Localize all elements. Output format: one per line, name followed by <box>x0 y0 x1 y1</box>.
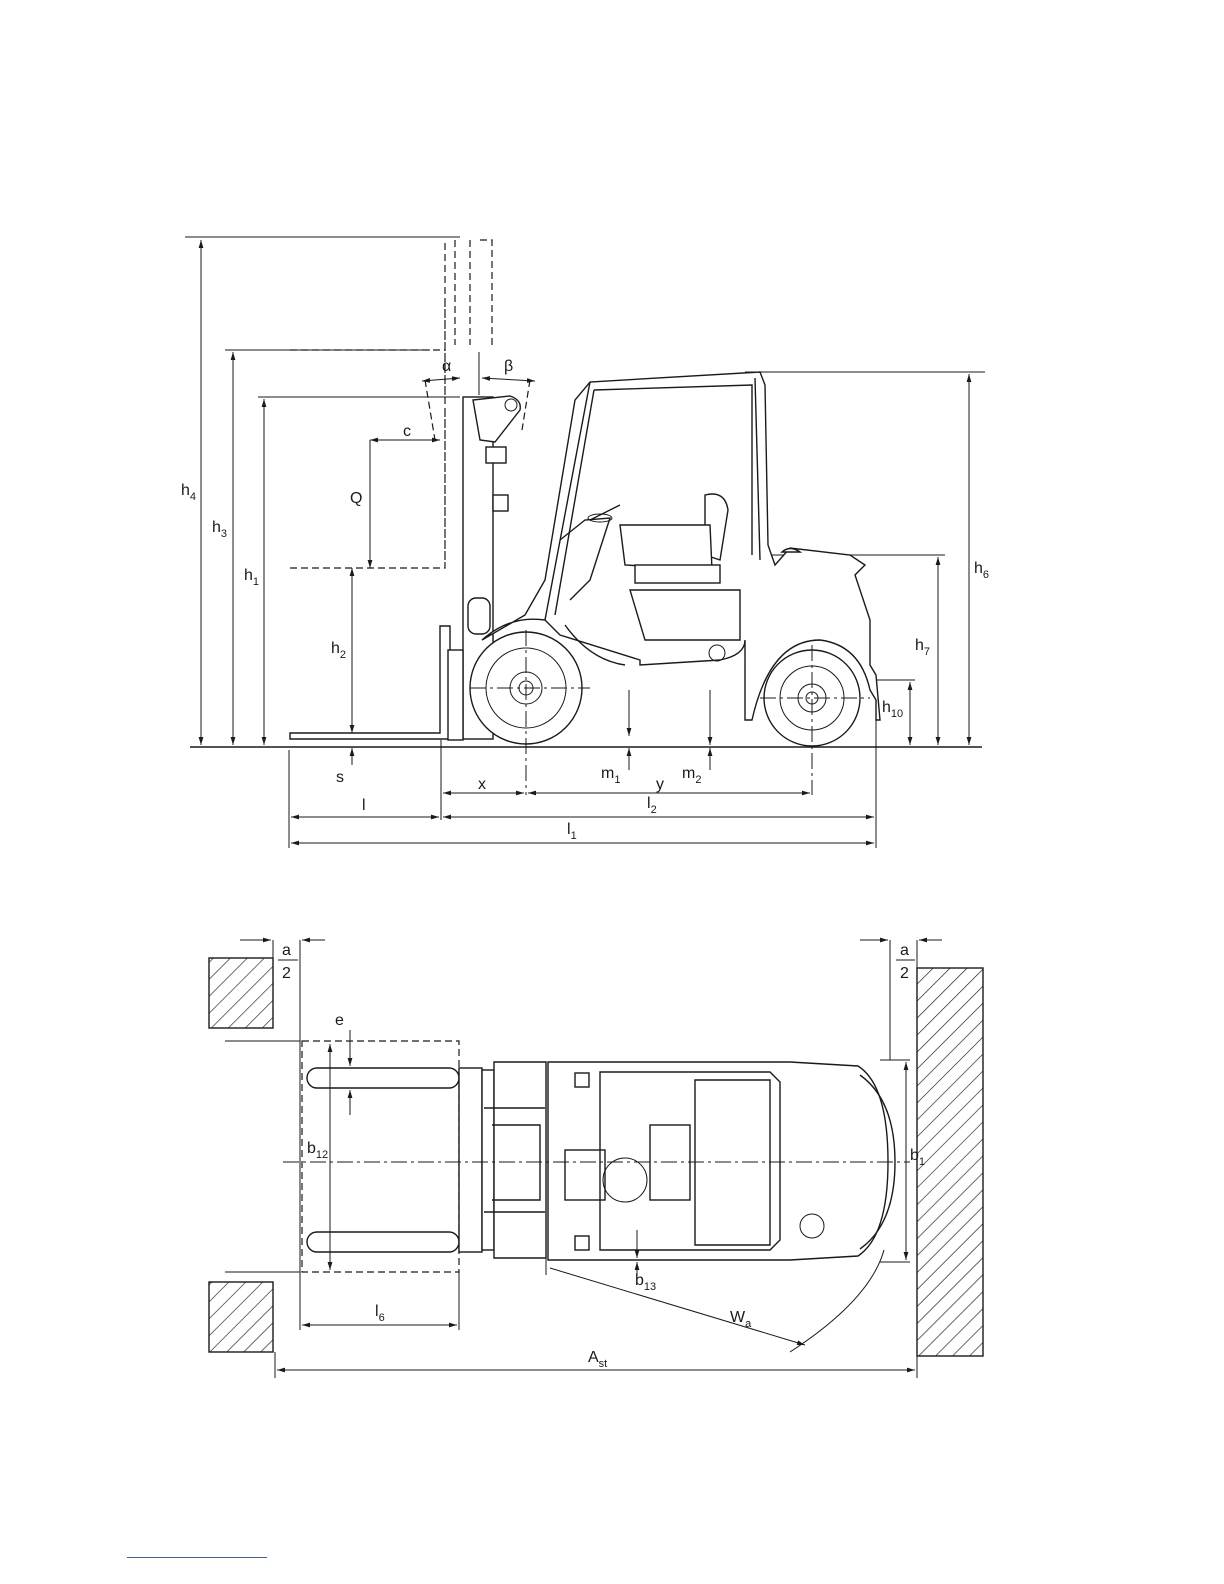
label-alpha: α <box>442 358 451 375</box>
fork <box>290 626 450 739</box>
label-h6: h6 <box>974 560 989 581</box>
label-x: x <box>478 776 486 793</box>
label-a-left-num: a <box>282 942 291 959</box>
label-a-left-den: 2 <box>282 965 291 982</box>
rack-top-left <box>209 958 273 1028</box>
seat <box>620 525 712 570</box>
rack-right <box>917 968 983 1356</box>
label-e: e <box>335 1012 344 1029</box>
chassis <box>548 1062 888 1260</box>
label-y: y <box>656 776 664 793</box>
label-Q: Q <box>350 490 362 507</box>
label-a-right-den: 2 <box>900 965 909 982</box>
dim-alpha <box>422 378 460 381</box>
footer-rule <box>127 1557 267 1558</box>
top-view: a 2 a 2 e b12 b1 b13 l6 Wa Ast <box>209 940 983 1378</box>
label-Wa: Wa <box>730 1309 752 1330</box>
dim-Wa <box>550 1268 805 1345</box>
label-b13: b13 <box>635 1272 656 1293</box>
label-h4: h4 <box>181 482 196 503</box>
label-Ast: Ast <box>588 1349 607 1370</box>
label-m2: m2 <box>682 765 701 786</box>
dim-beta <box>482 378 535 381</box>
label-b12: b12 <box>307 1140 328 1161</box>
rack-bottom-left <box>209 1282 273 1352</box>
label-l: l <box>362 797 366 814</box>
label-l2: l2 <box>647 795 657 816</box>
label-h7: h7 <box>915 637 930 658</box>
label-s: s <box>336 769 344 786</box>
side-view: h4 h3 h1 h2 h6 h7 h10 α β c Q s x y m1 m… <box>181 237 989 848</box>
label-h1: h1 <box>244 567 259 588</box>
label-h2: h2 <box>331 640 346 661</box>
label-c: c <box>403 423 411 440</box>
label-m1: m1 <box>601 765 620 786</box>
carriage <box>459 1068 482 1252</box>
label-beta: β <box>504 358 513 375</box>
label-l6: l6 <box>375 1303 385 1324</box>
label-l1: l1 <box>567 821 577 842</box>
label-h3: h3 <box>212 519 227 540</box>
label-a-right-num: a <box>900 942 909 959</box>
label-h10: h10 <box>882 699 903 720</box>
